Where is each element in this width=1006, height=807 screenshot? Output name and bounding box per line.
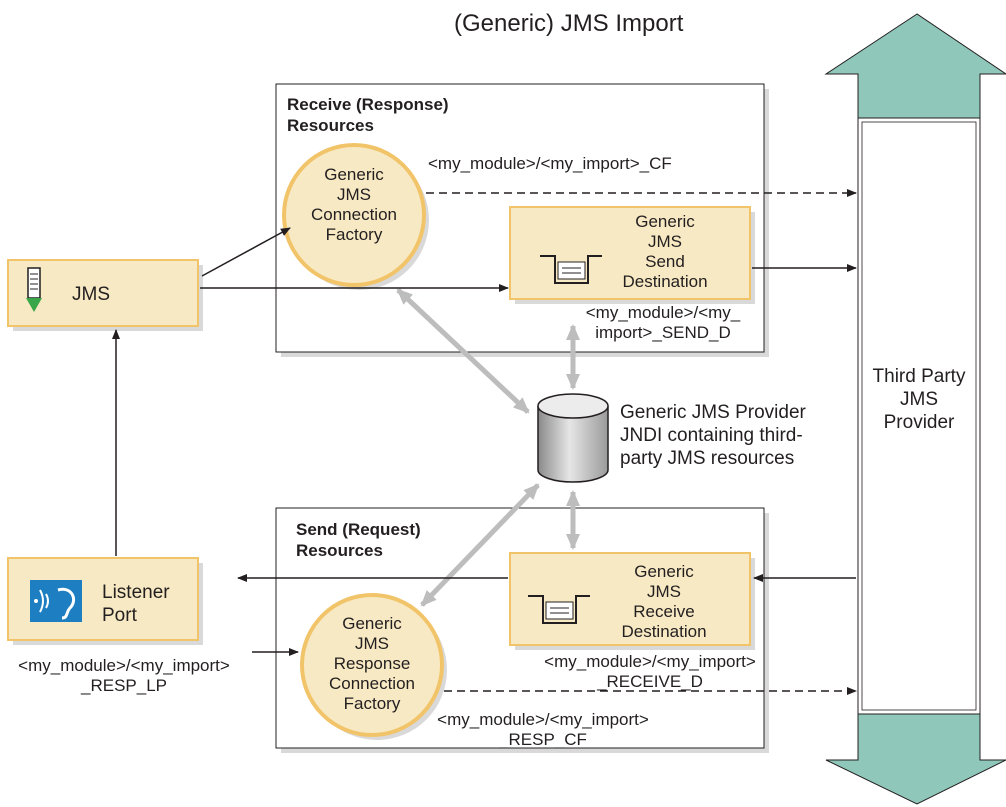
jndi-factory-arrow	[396, 288, 530, 414]
send-dest-box	[509, 206, 751, 300]
recv-dest-box	[509, 552, 751, 646]
queue-icon	[528, 595, 590, 624]
database-icon	[537, 393, 609, 483]
resp-factory-caption: <my_module>/<my_import> _RESP_CF	[437, 710, 649, 749]
resp-factory-circle	[300, 593, 444, 737]
send-group-heading: Send (Request) Resources	[296, 520, 421, 560]
conn-factory-caption: <my_module>/<my_import>_CF	[428, 154, 672, 173]
provider-down-arrow	[825, 713, 1006, 805]
send-dest-label: Generic JMS Send Destination	[622, 212, 708, 291]
send-dest-caption: <my_module>/<my_ import>_SEND_D	[585, 303, 741, 342]
listener-icon	[30, 580, 82, 622]
conn-factory-circle	[282, 143, 426, 287]
jms-icon	[26, 267, 42, 312]
recv-dest-label: Generic JMS Receive Destination	[621, 562, 707, 641]
resp-factory-label: Generic JMS Response Connection Factory	[328, 614, 415, 713]
jms-label: JMS	[72, 284, 110, 305]
jms-to-factory-arrow	[201, 227, 291, 277]
jndi-label: Generic JMS Provider JNDI containing thi…	[620, 402, 806, 469]
listener-label: Listener Port	[102, 582, 170, 626]
queue-icon	[540, 255, 602, 284]
recv-dest-caption: <my_module>/<my_import> _RECEIVE_D	[544, 652, 756, 691]
listener-caption: <my_module>/<my_import> _RESP_LP	[18, 656, 230, 695]
receive-group-heading: Receive (Response) Resources	[287, 95, 449, 135]
diagram-title: (Generic) JMS Import	[454, 10, 684, 37]
provider-column	[857, 117, 981, 715]
conn-factory-label: Generic JMS Connection Factory	[310, 165, 397, 244]
provider-label: Third Party JMS Provider	[872, 366, 966, 433]
provider-up-arrow	[824, 13, 1006, 119]
jndi-respfactory-arrow	[420, 483, 540, 607]
